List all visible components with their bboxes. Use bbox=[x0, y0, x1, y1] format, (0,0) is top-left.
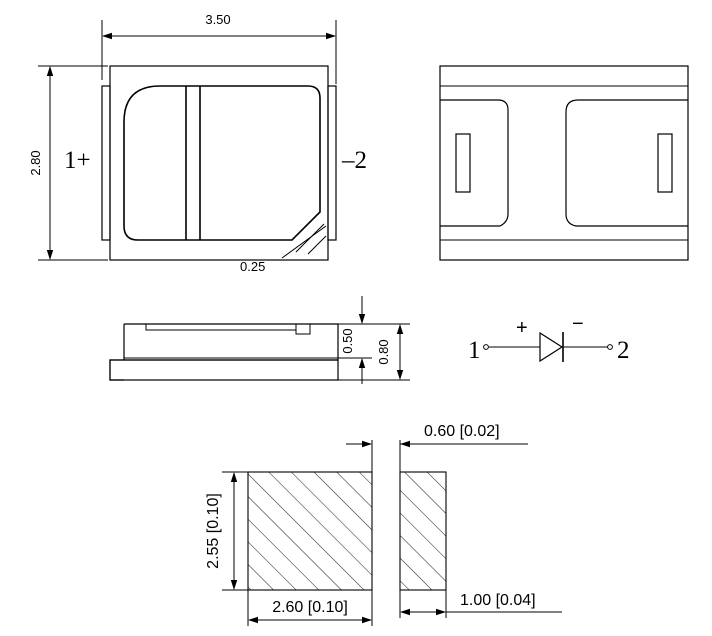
pad-height-dimension-label: 2.55 [0.10] bbox=[205, 493, 222, 569]
symbol-plus-label: + bbox=[516, 317, 528, 339]
pin2-label: –2 bbox=[341, 147, 367, 174]
footprint: 0.60 [0.02] 2.55 [0.10] 2.60 [0.10] 1.00… bbox=[205, 423, 562, 626]
total-height-dimension-label: 0.80 bbox=[376, 339, 391, 364]
gap-dimension-label: 0.60 [0.02] bbox=[424, 423, 500, 440]
symbol-terminal-circle bbox=[483, 344, 489, 350]
diode-triangle bbox=[539, 331, 564, 363]
cathode-pad-outline bbox=[565, 99, 688, 227]
height-dimension-label: 2.80 bbox=[28, 150, 43, 175]
side-lens-line bbox=[145, 323, 297, 331]
symbol-pin2-label: 2 bbox=[617, 337, 630, 364]
symbol-minus-label: − bbox=[572, 313, 584, 335]
side-body-outline bbox=[109, 323, 339, 381]
pad-width-dimension-label: 2.60 [0.10] bbox=[272, 599, 348, 616]
symbol-pin1-label: 1 bbox=[468, 337, 481, 364]
chamfer-dimension-label: 0.25 bbox=[240, 259, 265, 274]
left-terminal-tab bbox=[101, 85, 111, 241]
bottom-view bbox=[439, 65, 689, 261]
chamfer-leader-line bbox=[281, 225, 327, 259]
cathode-pad bbox=[399, 471, 447, 591]
bottom-body-outline bbox=[439, 65, 689, 261]
symbol-terminal-circle bbox=[607, 344, 613, 350]
body-height-dimension-label: 0.50 bbox=[340, 328, 355, 353]
chamfer-hatch-line bbox=[307, 235, 327, 255]
anode-slot bbox=[455, 133, 471, 193]
right-terminal-tab bbox=[327, 85, 337, 241]
package-body-outline bbox=[109, 65, 329, 261]
side-notch bbox=[295, 323, 311, 335]
width-dimension-label: 3.50 bbox=[205, 12, 230, 27]
anode-pad-outline bbox=[440, 99, 509, 227]
side-view: 0.50 0.80 bbox=[109, 296, 410, 384]
top-view: 3.50 2.80 0.25 1+ –2 bbox=[28, 12, 367, 274]
side-base-outline bbox=[109, 359, 339, 381]
pin1-label: 1+ bbox=[64, 147, 91, 174]
diode-symbol: 1 2 + − bbox=[468, 313, 630, 364]
anode-pad bbox=[247, 471, 373, 591]
small-pad-width-dimension-label: 1.00 [0.04] bbox=[460, 592, 536, 609]
cathode-slot bbox=[657, 133, 673, 193]
lens-outline bbox=[123, 85, 321, 241]
